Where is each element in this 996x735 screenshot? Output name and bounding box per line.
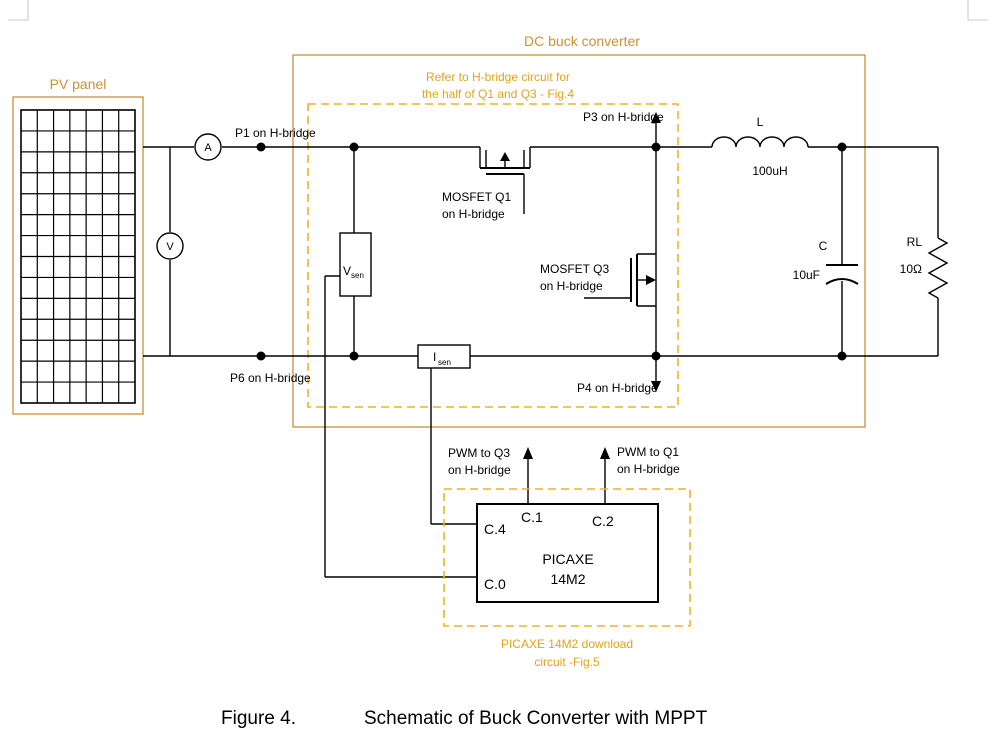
pv-panel-label: PV panel <box>50 76 107 92</box>
vsen-label-main: V <box>343 264 351 278</box>
h-bridge-note-line1: Refer to H-bridge circuit for <box>426 70 570 84</box>
caption-number: Figure 4. <box>221 708 296 729</box>
mosfet-q1-label-line1: MOSFET Q1 <box>442 190 511 204</box>
pwm-q3-label-line1: PWM to Q3 <box>448 446 510 460</box>
vsen-label-sub: sen <box>351 271 364 280</box>
pwm-q1-label-line1: PWM to Q1 <box>617 445 679 459</box>
p3-label: P3 on H-bridge <box>583 110 664 124</box>
picaxe-chip <box>476 503 659 603</box>
dc-buck-converter-label: DC buck converter <box>524 33 640 49</box>
mosfet-q3-icon <box>584 253 656 307</box>
picaxe-name-line2: 14M2 <box>550 571 585 587</box>
mosfet-q3-label-line1: MOSFET Q3 <box>540 262 609 276</box>
capacitor-value: 10uF <box>793 268 820 282</box>
p4-arrow-icon <box>651 381 661 392</box>
pv-panel-grid <box>20 109 136 404</box>
pin-c1-label: C.1 <box>521 509 543 525</box>
pv-panel-box <box>12 96 144 415</box>
ammeter-label: A <box>204 142 212 154</box>
pwm-q3-label-line2: on H-bridge <box>448 463 511 477</box>
mosfet-q3-label-line2: on H-bridge <box>540 279 603 293</box>
mosfet-q1-label-line2: on H-bridge <box>442 207 505 221</box>
pwm-q3-arrow-icon <box>523 447 533 459</box>
isen-label-sub: sen <box>438 358 451 367</box>
p1-label: P1 on H-bridge <box>235 126 316 140</box>
pwm-q1-label-line2: on H-bridge <box>617 462 680 476</box>
isen-sensor-box <box>417 344 471 369</box>
load-name: RL <box>907 235 923 249</box>
picaxe-download-region <box>443 488 691 627</box>
vsen-sensor-box <box>339 232 372 297</box>
inductor-name: L <box>757 115 764 129</box>
pin-c0-label: C.0 <box>484 576 506 592</box>
isen-label-main: I <box>433 350 436 364</box>
dc-buck-converter-box <box>292 54 866 428</box>
p3-arrow-icon <box>651 112 661 123</box>
caption-text: Schematic of Buck Converter with MPPT <box>364 708 708 729</box>
capacitor-icon <box>825 264 859 285</box>
capacitor-name: C <box>819 239 828 253</box>
junction-dots <box>256 142 847 361</box>
picaxe-name-line1: PICAXE <box>542 551 593 567</box>
ammeter-icon <box>194 133 222 161</box>
pin-c2-label: C.2 <box>592 513 614 529</box>
h-bridge-note-line2: the half of Q1 and Q3 - Fig.4 <box>422 87 574 101</box>
p6-label: P6 on H-bridge <box>230 371 311 385</box>
pin-c4-label: C.4 <box>484 521 506 537</box>
download-label-line2: circuit -Fig.5 <box>534 655 600 669</box>
load-resistor-icon <box>927 237 949 299</box>
p4-label: P4 on H-bridge <box>577 381 658 395</box>
inductor-value: 100uH <box>752 164 787 178</box>
voltmeter-label: V <box>166 241 174 253</box>
corner-mark-left <box>8 0 29 21</box>
h-bridge-region <box>307 103 679 408</box>
mosfet-q1-icon <box>479 147 531 214</box>
inductor-icon <box>711 136 809 148</box>
pwm-q1-arrow-icon <box>600 447 610 459</box>
corner-mark-right <box>967 0 988 21</box>
download-label-line1: PICAXE 14M2 download <box>501 637 633 651</box>
voltmeter-icon <box>156 232 184 260</box>
load-value: 10Ω <box>900 262 922 276</box>
